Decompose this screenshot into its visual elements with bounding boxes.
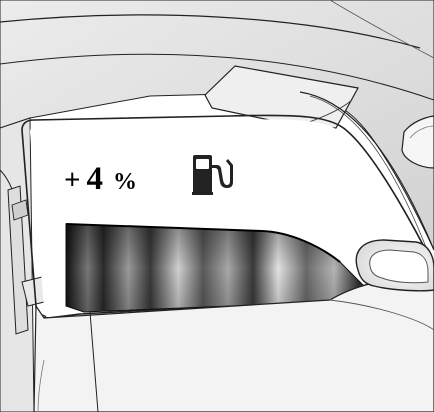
increase-value: 4 — [87, 161, 104, 197]
plus-sign: + — [64, 164, 81, 196]
percent-symbol: % — [113, 169, 137, 195]
fuel-consumption-increase-label: +4% — [64, 163, 137, 196]
